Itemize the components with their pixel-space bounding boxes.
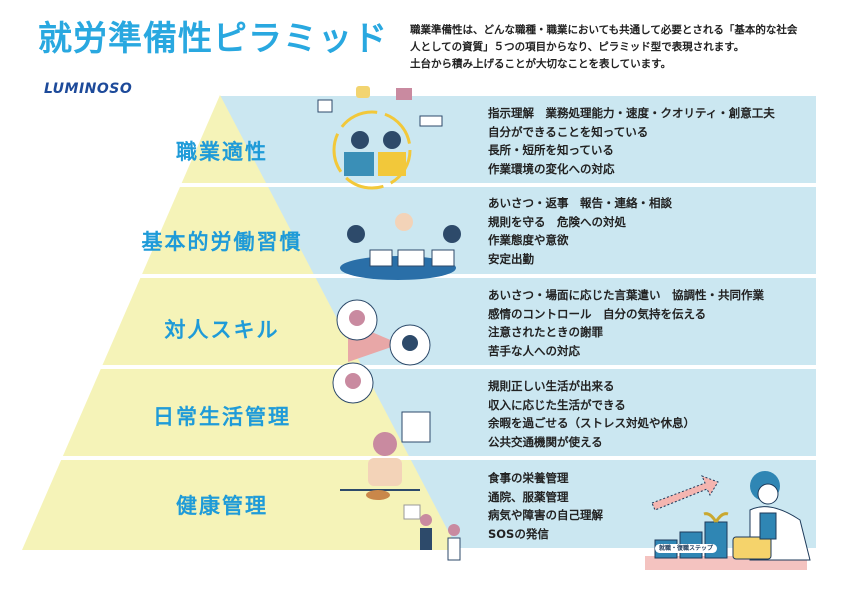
list-item: 余暇を過ごせる（ストレス対処や休息） bbox=[488, 416, 695, 430]
health-illustration bbox=[403, 504, 461, 561]
career-illustration bbox=[317, 86, 443, 190]
list-item: 規則を守る 危険への対処 bbox=[488, 214, 626, 229]
step-label: 就職・復職ステップ bbox=[655, 544, 718, 553]
list-item: あいさつ・場面に応じた言葉遣い 協調性・共同作業 bbox=[488, 288, 764, 302]
work-habits-items: あいさつ・返事 報告・連絡・相談 規則を守る 危険への対処 作業態度や意欲 安定… bbox=[488, 194, 818, 268]
list-item: 病気や障害の自己理解 bbox=[488, 508, 603, 522]
list-item: 収入に応じた生活ができる bbox=[488, 397, 626, 412]
list-item: 規則正しい生活が出来る bbox=[488, 379, 615, 393]
list-item: 苦手な人への対応 bbox=[488, 343, 580, 358]
list-item: SOSの発信 bbox=[488, 526, 549, 541]
list-item: 指示理解 業務処理能力・速度・クオリティ・創意工夫 bbox=[488, 106, 775, 120]
intro-line: 人としての資質」５つの項目からなり、ピラミッド型で表現されます。 bbox=[410, 41, 745, 53]
level-label-interpersonal: 対人スキル bbox=[164, 318, 280, 342]
list-item: 注意されたときの謝罪 bbox=[488, 325, 603, 339]
level-label-work-habits: 基本的労働習慣 bbox=[141, 230, 303, 254]
list-item: 通院、服薬管理 bbox=[488, 489, 569, 504]
interpersonal-illustration bbox=[332, 299, 431, 404]
pyramid-triangle bbox=[22, 95, 458, 550]
intro-line: 土台から積み上げることが大切なことを表しています。 bbox=[410, 58, 672, 70]
aptitude-items: 指示理解 業務処理能力・速度・クオリティ・創意工夫 自分ができることを知っている… bbox=[488, 104, 818, 178]
list-item: あいさつ・返事 報告・連絡・相談 bbox=[488, 196, 672, 210]
level-label-health: 健康管理 bbox=[176, 494, 268, 518]
page-title: 就労準備性ピラミッド bbox=[38, 19, 388, 59]
list-item: 長所・短所を知っている bbox=[488, 143, 614, 157]
band-2 bbox=[220, 186, 816, 276]
list-item: 自分ができることを知っている bbox=[488, 124, 649, 139]
list-item: 作業態度や意欲 bbox=[488, 233, 569, 247]
list-item: 公共交通機関が使える bbox=[488, 434, 603, 449]
list-item: 安定出勤 bbox=[488, 251, 534, 266]
list-item: 作業環境の変化への対応 bbox=[488, 161, 615, 176]
intro-line: 職業準備性は、どんな職種・職業においても共通して必要とされる「基本的な社会 bbox=[410, 24, 798, 36]
health-items: 食事の栄養管理 通院、服薬管理 病気や障害の自己理解 SOSの発信 bbox=[488, 469, 818, 543]
level-label-daily-life: 日常生活管理 bbox=[153, 405, 291, 429]
list-item: 感情のコントロール 自分の気持を伝える bbox=[488, 306, 707, 321]
interpersonal-items: あいさつ・場面に応じた言葉遣い 協調性・共同作業 感情のコントロール 自分の気持… bbox=[488, 286, 818, 360]
level-label-aptitude: 職業適性 bbox=[176, 140, 268, 164]
daily-life-items: 規則正しい生活が出来る 収入に応じた生活ができる 余暇を過ごせる（ストレス対処や… bbox=[488, 377, 818, 451]
luminoso-logo: LUMINOSO bbox=[44, 81, 133, 97]
daily-life-illustration bbox=[340, 411, 431, 500]
list-item: 食事の栄養管理 bbox=[488, 471, 569, 485]
intro-text: 職業準備性は、どんな職種・職業においても共通して必要とされる「基本的な社会 人と… bbox=[410, 22, 840, 73]
work-habits-illustration bbox=[340, 213, 461, 280]
